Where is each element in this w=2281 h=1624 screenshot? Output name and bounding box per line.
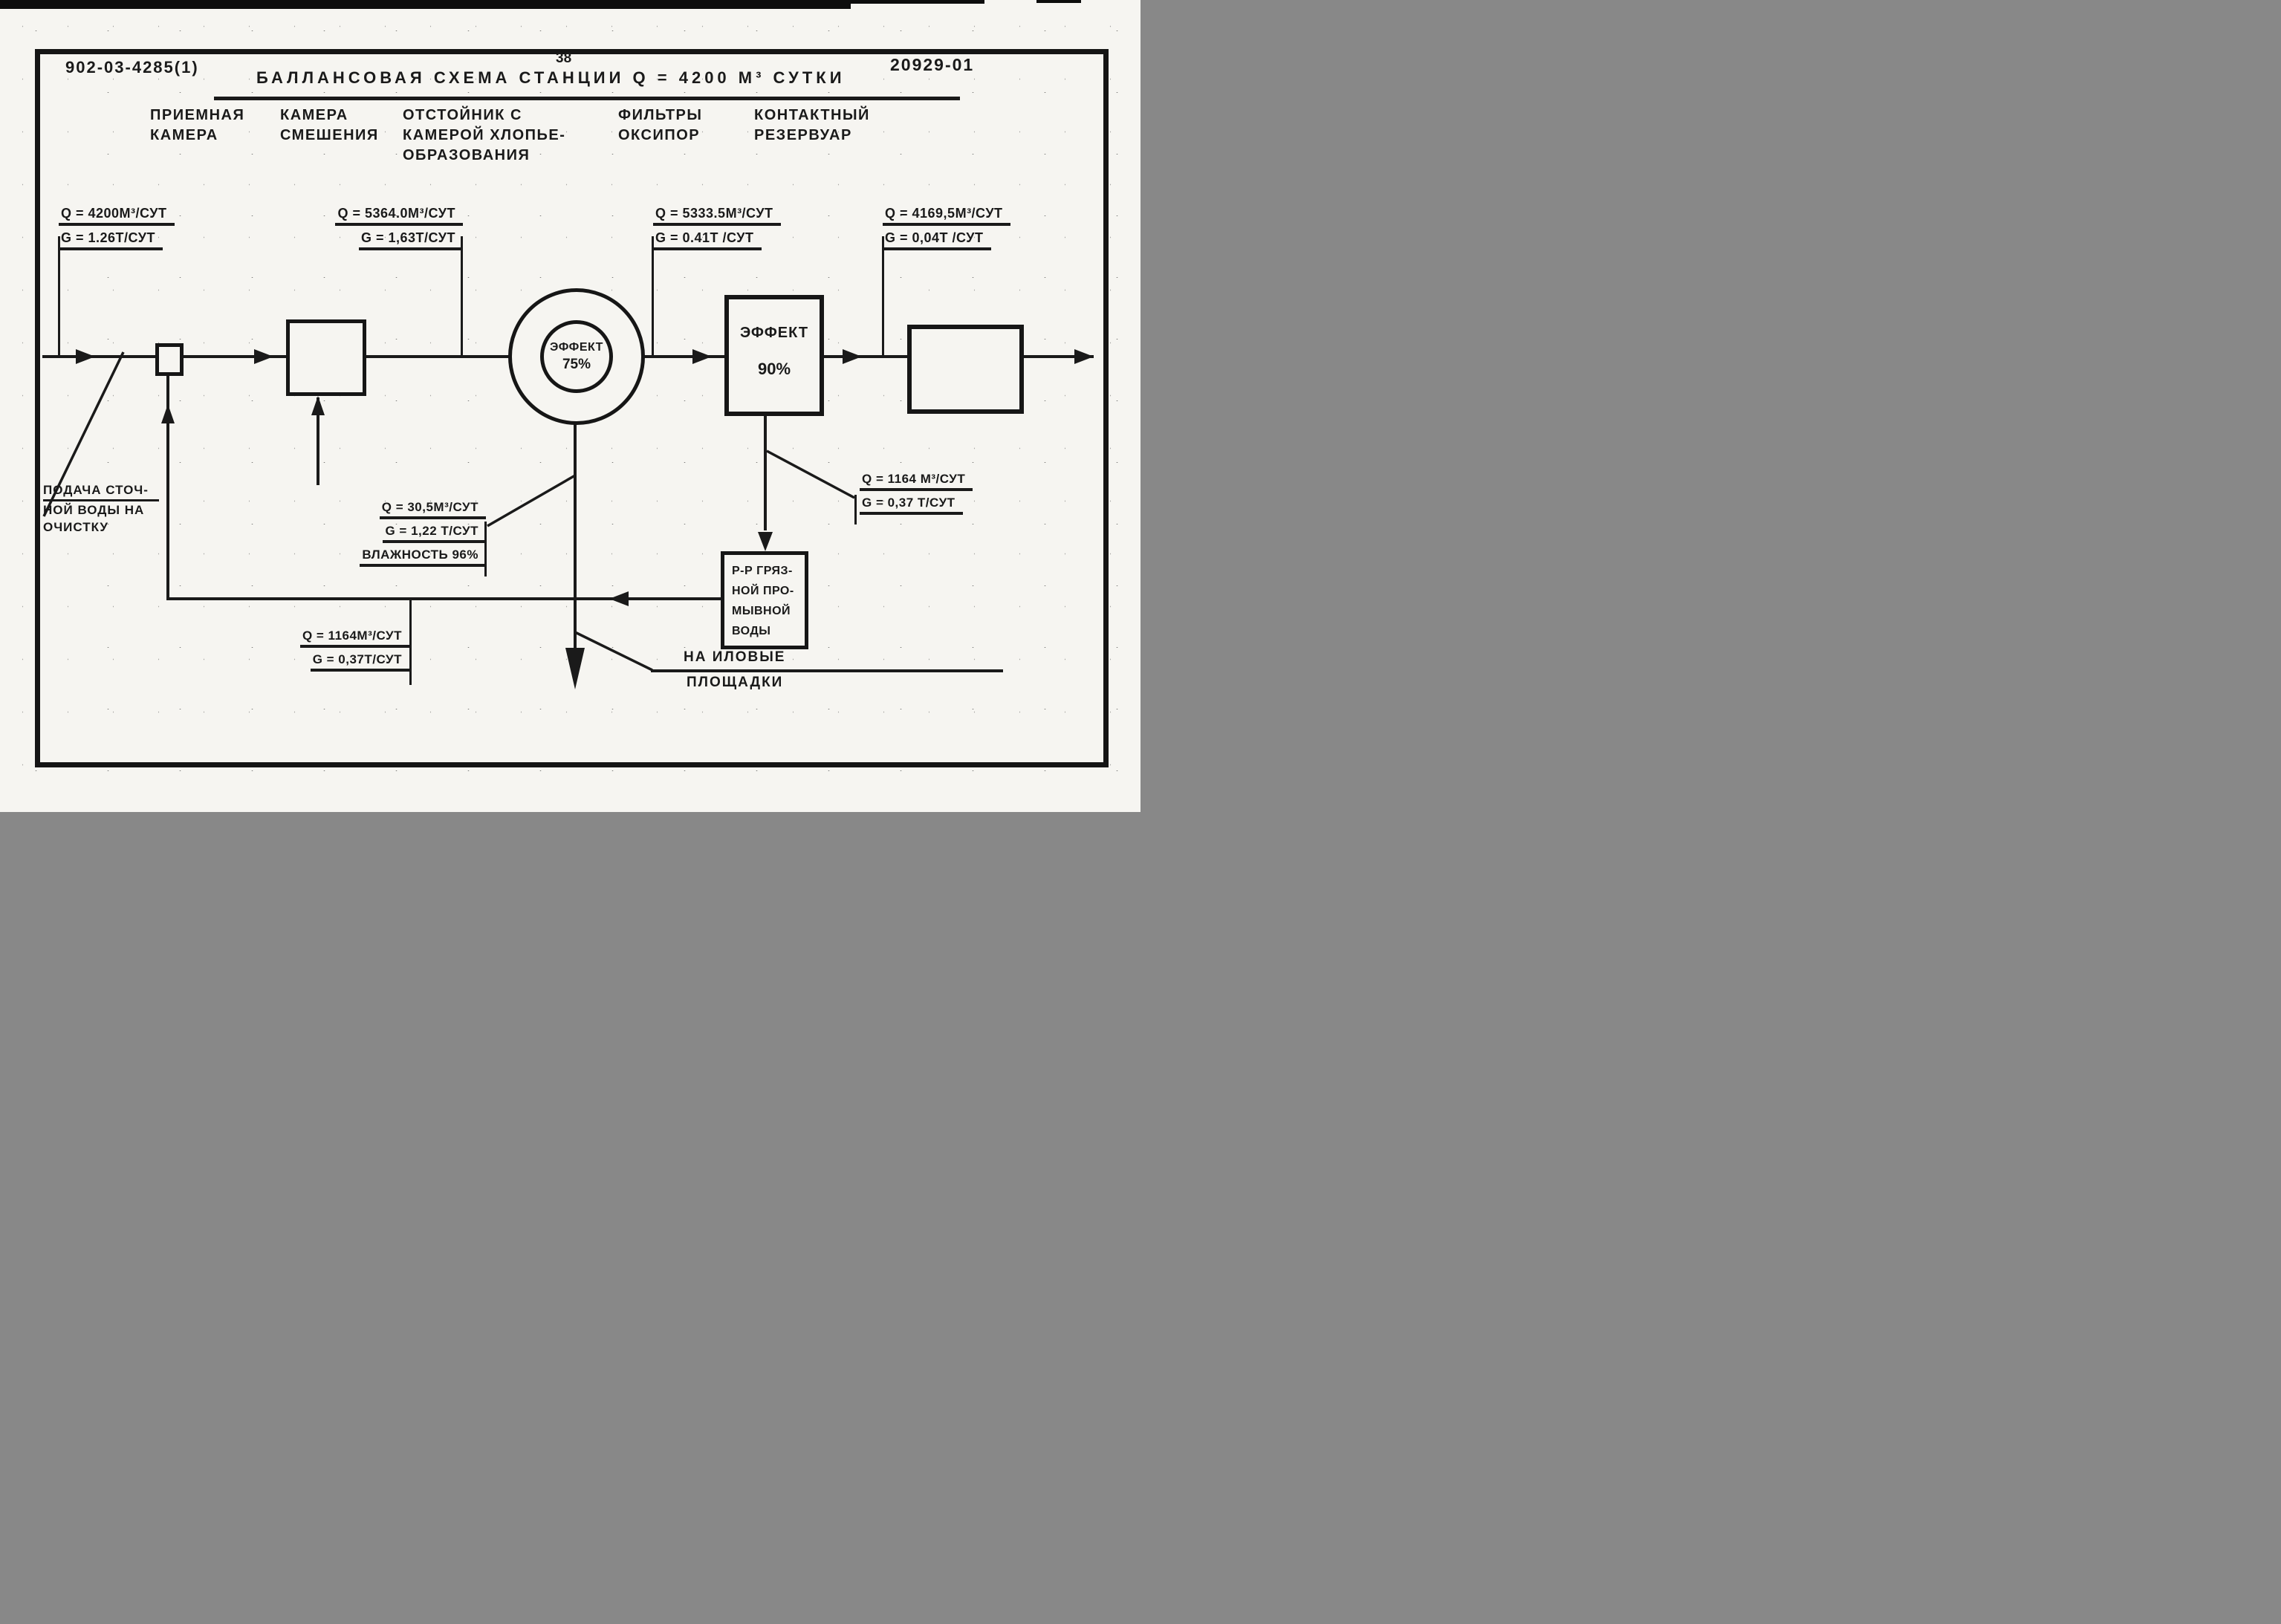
settler-effect-label: Эффект	[550, 340, 603, 354]
unit-label-settler: Отстойник с камерой хлопье- образования	[403, 105, 565, 166]
page-title: Баллансовая схема станции Q = 4200 м³ су…	[256, 68, 846, 87]
return-riser-to-receiving	[166, 376, 169, 600]
unit-line: смешения	[280, 127, 379, 143]
unit-line: Приемная	[150, 107, 245, 123]
unit-label-mixing-chamber: Камера смешения	[280, 105, 379, 146]
scan-artifact	[1036, 0, 1081, 3]
return-label-border	[409, 599, 412, 685]
unit-line: Отстойник с	[403, 107, 522, 123]
washwater-tank-line: мывной	[732, 605, 791, 617]
filters-effect-value: 90%	[757, 360, 791, 378]
flow-label-after-mixing: Q = 5364.0м³/сут G = 1,63т/сут	[335, 205, 463, 254]
treated-q: Q = 4169,5м³/сут	[883, 205, 1010, 226]
title-underline	[214, 97, 960, 100]
settler-inner-circle: Эффект 75%	[540, 320, 613, 393]
unit-line: Фильтры	[618, 107, 703, 123]
unit-line: образования	[403, 147, 530, 163]
mixing-chamber-inlet-stub	[317, 397, 319, 485]
scan-artifact-top	[0, 0, 851, 9]
flow-label-washwater: Q = 1164 м³/сут G = 0,37 т/сут	[860, 471, 973, 519]
leader-inlet	[58, 236, 60, 357]
unit-line: резервуар	[754, 127, 852, 143]
flow-label-inlet: Q = 4200м³/сут G = 1.26т/сут	[59, 205, 175, 254]
after-mixing-q: Q = 5364.0м³/сут	[335, 205, 463, 226]
sludge-arrow-down-icon	[565, 648, 585, 689]
flow-arrow-up-icon	[161, 404, 175, 423]
flow-label-sludge: Q = 30,5м³/сут G = 1,22 т/сут Влажность …	[360, 499, 486, 571]
after-settling-q: Q = 5333.5м³/сут	[653, 205, 781, 226]
washwater-return-line	[166, 597, 722, 600]
inlet-note: Подача сточ- ной воды на очистку	[43, 481, 159, 536]
flow-label-return: Q = 1164м³/сут G = 0,37т/сут	[299, 628, 409, 675]
flow-arrow-left-icon	[609, 591, 629, 606]
filters-box: Эффект 90%	[724, 295, 824, 416]
settler-effect-value: 75%	[562, 356, 591, 372]
flow-arrow-right-icon	[1074, 349, 1094, 364]
flow-arrow-right-icon	[76, 349, 95, 364]
return-q: Q = 1164м³/сут	[299, 628, 409, 648]
treated-g: G = 0,04т /сут	[883, 230, 991, 250]
unit-label-receiving-chamber: Приемная камера	[150, 105, 244, 146]
filters-effect-label: Эффект	[739, 325, 809, 341]
washwater-tank-line: воды	[732, 625, 771, 637]
washwater-tank-line: Р-р гряз-	[732, 565, 793, 577]
unit-label-contact-reservoir: Контактный резервуар	[754, 105, 870, 146]
drawing-frame	[35, 49, 1109, 767]
after-settling-g: G = 0.41т /сут	[653, 230, 762, 250]
sludge-label-border	[484, 522, 487, 576]
leader-after-settling	[652, 236, 654, 357]
washwater-tank-box: Р-р гряз- ной про- мывной воды	[721, 551, 808, 649]
inlet-note-line: очистку	[43, 520, 108, 534]
leader-treated	[882, 236, 884, 357]
sludge-dest-line2: площадки	[687, 675, 784, 690]
washwater-q: Q = 1164 м³/сут	[860, 471, 973, 491]
sludge-drop-line	[574, 423, 577, 648]
inlet-note-line: Подача сточ-	[43, 481, 159, 501]
mixing-chamber-box	[286, 319, 366, 396]
filter-washwater-drop-line	[764, 415, 767, 530]
flow-label-after-settling: Q = 5333.5м³/сут G = 0.41т /сут	[653, 205, 781, 254]
flow-arrow-right-icon	[254, 349, 273, 364]
unit-line: Оксипор	[618, 127, 701, 143]
return-g: G = 0,37т/сут	[310, 652, 409, 672]
flow-arrow-up-icon	[311, 396, 325, 415]
page-number: 38	[556, 51, 572, 66]
washwater-tank-line: ной про-	[732, 585, 794, 597]
inlet-note-line: ной воды на	[43, 503, 145, 517]
contact-reservoir-box	[907, 325, 1024, 414]
unit-label-oxypor-filters: Фильтры Оксипор	[618, 105, 702, 146]
flow-label-treated: Q = 4169,5м³/сут G = 0,04т /сут	[883, 205, 1010, 254]
unit-line: Камера	[280, 107, 348, 123]
doc-number: 902-03-4285(1)	[65, 58, 199, 77]
washwater-label-border	[854, 495, 857, 524]
scanned-diagram-page: 902-03-4285(1) 38 Баллансовая схема стан…	[0, 0, 1140, 812]
sludge-g: G = 1,22 т/сут	[383, 523, 486, 543]
inlet-g: G = 1.26т/сут	[59, 230, 163, 250]
sludge-moisture: Влажность 96%	[360, 547, 486, 567]
washwater-g: G = 0,37 т/сут	[860, 495, 963, 515]
unit-line: Контактный	[754, 107, 870, 123]
unit-line: камера	[150, 127, 218, 143]
sludge-q: Q = 30,5м³/сут	[379, 499, 486, 519]
receiving-chamber-box	[155, 343, 184, 376]
flow-arrow-down-icon	[758, 532, 773, 551]
leader-after-mixing	[461, 236, 463, 357]
flow-arrow-right-icon	[692, 349, 712, 364]
flow-arrow-right-icon	[843, 349, 862, 364]
scan-artifact	[851, 0, 984, 4]
inlet-q: Q = 4200м³/сут	[59, 205, 175, 226]
after-mixing-g: G = 1,63т/сут	[359, 230, 463, 250]
unit-line: камерой хлопье-	[403, 127, 566, 143]
sheet-code: 20929-01	[890, 55, 975, 74]
sludge-dest-line1: На иловые	[684, 649, 786, 665]
